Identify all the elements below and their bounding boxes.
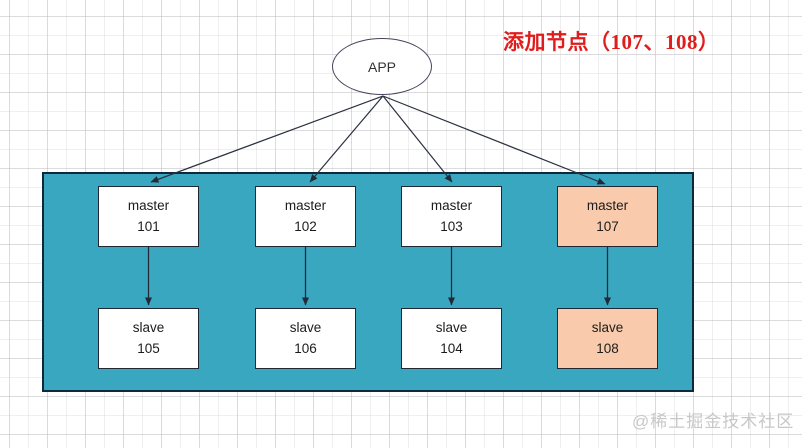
node-id: 108: [596, 340, 619, 356]
node-id: 104: [440, 340, 463, 356]
node-role: master: [586, 197, 629, 213]
node-id: 101: [137, 218, 160, 234]
node-slave-106: slave 106: [255, 308, 356, 369]
app-node: APP: [332, 38, 432, 95]
node-role: slave: [591, 319, 624, 335]
node-role: master: [127, 197, 170, 213]
watermark: @稀土掘金技术社区: [632, 412, 795, 431]
node-id: 102: [294, 218, 317, 234]
node-master-107: master 107: [557, 186, 658, 247]
node-id: 105: [137, 340, 160, 356]
node-role: slave: [289, 319, 322, 335]
node-master-102: master 102: [255, 186, 356, 247]
node-slave-104: slave 104: [401, 308, 502, 369]
diagram-title: 添加节点（107、108）: [503, 30, 720, 54]
node-master-103: master 103: [401, 186, 502, 247]
edge-app-master-103: [382, 95, 453, 183]
node-role: master: [284, 197, 327, 213]
app-node-label: APP: [367, 58, 396, 75]
node-id: 107: [596, 218, 619, 234]
edge-app-master-101: [150, 95, 384, 183]
node-slave-108: slave 108: [557, 308, 658, 369]
node-id: 103: [440, 218, 463, 234]
edge-app-master-107: [382, 95, 606, 185]
node-role: slave: [132, 319, 165, 335]
edge-app-master-102: [309, 95, 384, 183]
node-master-101: master 101: [98, 186, 199, 247]
node-role: slave: [435, 319, 468, 335]
node-slave-105: slave 105: [98, 308, 199, 369]
node-role: master: [430, 197, 473, 213]
node-id: 106: [294, 340, 317, 356]
